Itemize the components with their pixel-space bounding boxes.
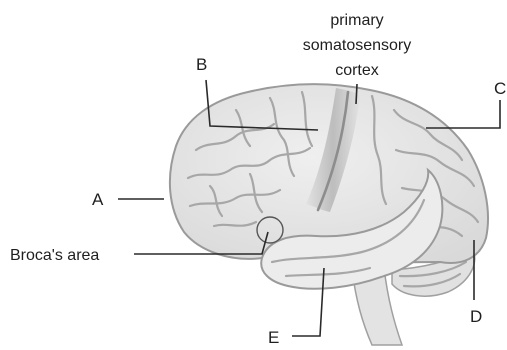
title-line-2: somatosensory <box>303 37 412 54</box>
label-e: E <box>268 328 279 347</box>
leader-somatosensory <box>356 84 357 104</box>
label-d: D <box>470 307 482 326</box>
label-broca: Broca's area <box>10 247 99 264</box>
label-c: C <box>494 79 506 98</box>
title-line-3: cortex <box>335 62 379 79</box>
label-b: B <box>196 55 207 74</box>
title-line-1: primary <box>330 12 383 29</box>
label-a: A <box>92 190 104 209</box>
